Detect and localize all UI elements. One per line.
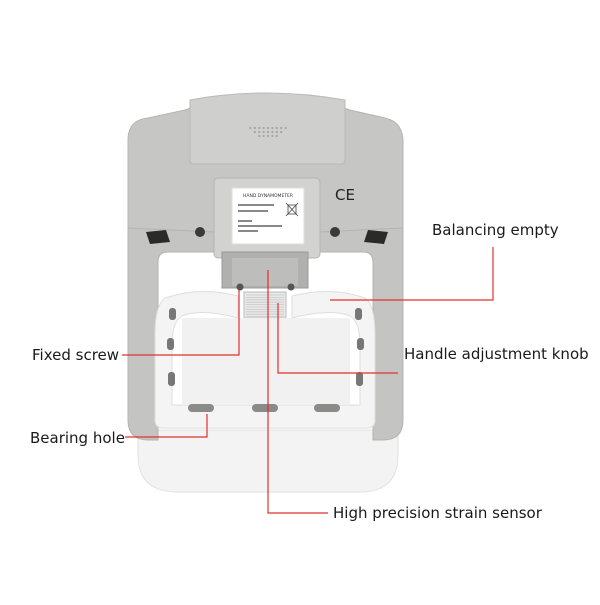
left-slot [146,230,170,244]
spec-line-5 [238,230,258,232]
leader-fixed-screw [122,290,240,356]
white-inner-handle [154,290,376,429]
recycle-bin-icon [285,202,299,217]
callout-high-precision-strain-sensor: High precision strain sensor [333,504,542,522]
speaker-hole [258,126,261,130]
leader-handle-knob [277,303,398,374]
spec-line-1 [238,204,274,206]
grip-slot-r1 [355,308,362,320]
leader-bearing-hole [125,414,208,438]
speaker-grille [249,126,287,138]
callout-balancing-empty: Balancing empty [432,221,559,239]
spec-line-4 [238,225,282,227]
speaker-hole [253,130,256,134]
fixed-screw-right [287,283,295,291]
speaker-hole [275,130,278,134]
strain-sensor-block [221,251,309,319]
speaker-hole [262,130,265,134]
speaker-hole [262,134,265,138]
callout-handle-adjustment-knob: Handle adjustment knob [404,345,589,363]
spec-line-2 [238,210,268,212]
grip-slot-r3 [356,372,363,386]
speaker-hole [249,126,252,130]
bearing-hole-center [252,404,278,412]
grip-slot-l3 [168,372,175,386]
callout-bearing-hole: Bearing hole [30,429,125,447]
speaker-hole [262,126,265,130]
body-dot-right [330,227,340,237]
speaker-hole [266,130,270,134]
speaker-hole [258,134,261,138]
speaker-hole [275,134,278,138]
bearing-hole-left [188,404,214,412]
speaker-hole [271,126,274,130]
callout-fixed-screw: Fixed screw [32,346,120,364]
leader-balancing-empty [330,247,494,301]
spec-label-title: HAND DYNAMOMETER [243,193,293,199]
speaker-hole [258,130,261,134]
speaker-hole [266,126,270,130]
speaker-hole [280,126,283,130]
right-slot [364,230,388,244]
speaker-hole [271,130,274,134]
speaker-hole [253,126,256,130]
ce-mark: CE [335,186,355,204]
leader-lines [122,247,494,514]
bearing-hole-right [314,404,340,412]
speaker-hole [271,134,274,138]
speaker-hole [284,126,287,130]
fixed-screw-left [236,283,244,291]
body-dot-left [195,227,205,237]
speaker-hole [266,134,270,138]
speaker-hole [275,126,278,130]
spec-line-3 [238,220,252,222]
grip-slot-r2 [357,338,364,350]
leader-strain-sensor [267,270,328,514]
center-housing: HAND DYNAMOMETER CE [213,177,355,259]
spec-label [231,187,305,245]
speaker-hole [280,130,283,134]
grip-slot-l1 [169,308,176,320]
grip-slot-l2 [167,338,174,350]
